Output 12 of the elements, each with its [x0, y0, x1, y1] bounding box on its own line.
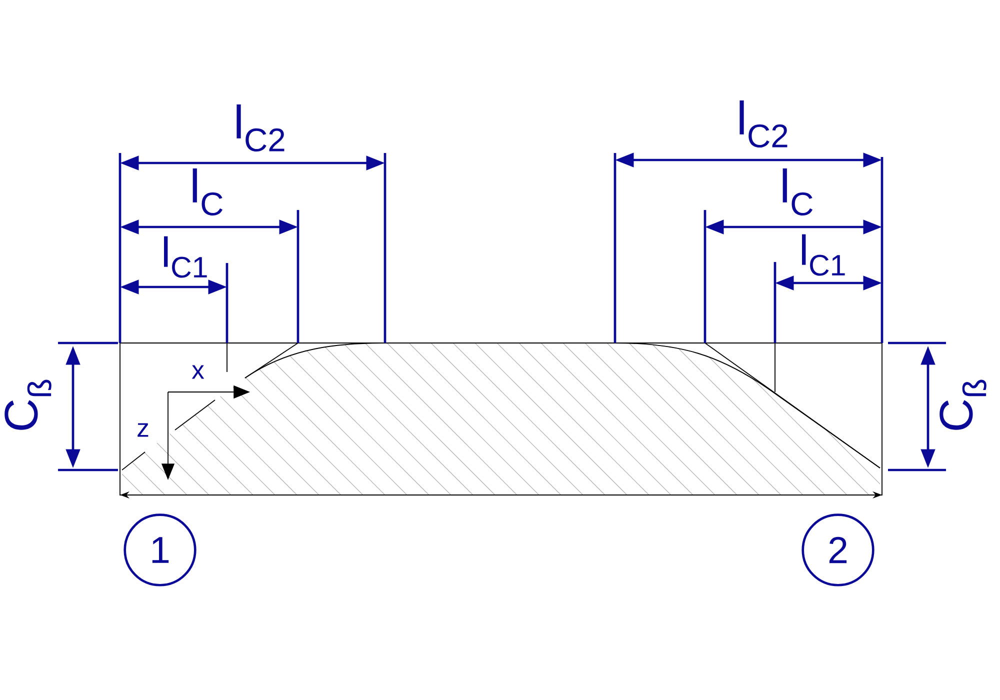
dimension-label: l$_{C2}$	[740, 100, 788, 148]
axis-label: z	[138, 423, 148, 437]
callout-number: 2	[802, 514, 874, 586]
dimension-label: l$_{C1}$	[164, 236, 207, 278]
dimension-label: l$_{C1}$	[802, 234, 845, 276]
dimension-label: l$_{C2}$	[236, 104, 284, 152]
axis-label: x	[192, 365, 204, 379]
callout-number: 1	[124, 514, 196, 586]
dimension-label: C$_{ß}$	[940, 380, 986, 430]
dimension-label: l$_{C}$	[192, 168, 222, 216]
dimension-label: C$_{ß}$	[4, 380, 52, 430]
dimension-label: l$_{C}$	[782, 168, 812, 216]
